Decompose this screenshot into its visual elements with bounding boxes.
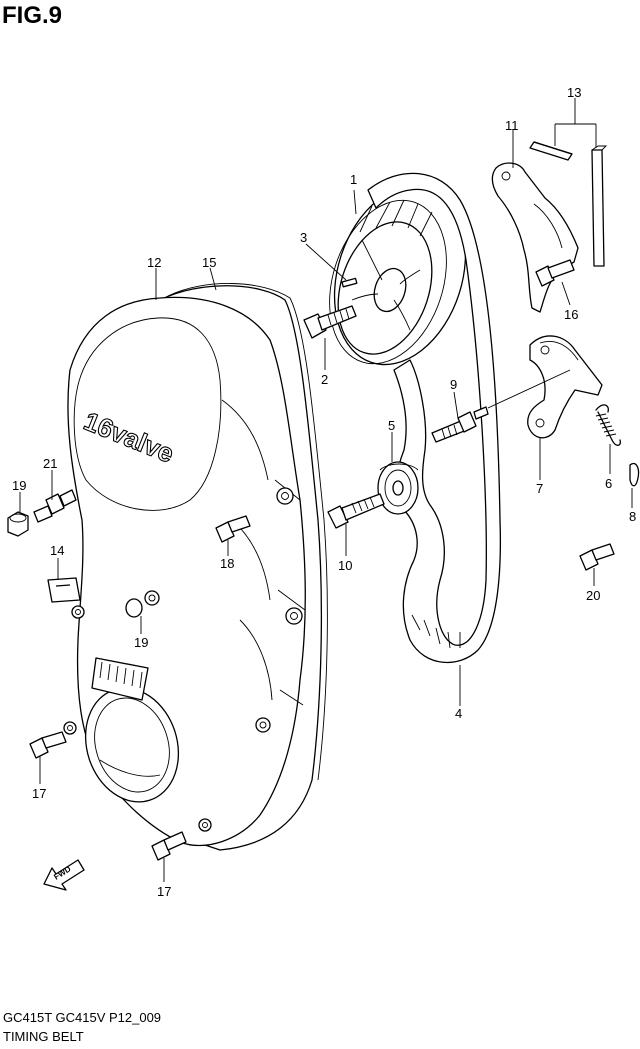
callout-12: 12 xyxy=(147,255,161,270)
figure-name: TIMING BELT xyxy=(3,1029,84,1044)
fwd-arrow-icon: FWD xyxy=(43,859,85,891)
timing-belt xyxy=(367,172,501,663)
bracket-bolt xyxy=(535,259,575,287)
bolt-17-left xyxy=(29,731,67,759)
callout-6: 6 xyxy=(605,476,612,491)
nut-19-left xyxy=(7,511,29,537)
callout-15: 15 xyxy=(202,255,216,270)
tensioner-stud xyxy=(431,406,489,443)
grommet-19-center xyxy=(125,590,160,618)
clip-14 xyxy=(47,577,81,603)
callout-8: 8 xyxy=(629,509,636,524)
callout-13: 13 xyxy=(567,85,581,100)
callout-2: 2 xyxy=(321,372,328,387)
callout-17-left: 17 xyxy=(32,786,46,801)
model-code: GC415T GC415V P12_009 xyxy=(3,1010,162,1025)
callout-4: 4 xyxy=(455,706,462,721)
callout-1: 1 xyxy=(350,172,357,187)
callout-21: 21 xyxy=(43,456,57,471)
dowel-pins xyxy=(529,141,608,267)
camshaft-pulley xyxy=(329,184,467,366)
tensioner-pulley xyxy=(377,461,419,515)
clip xyxy=(629,462,640,487)
callout-17-bottom: 17 xyxy=(157,884,171,899)
leader-lines xyxy=(19,98,633,882)
callout-11: 11 xyxy=(505,118,519,133)
stud-21 xyxy=(33,489,77,523)
callout-5: 5 xyxy=(388,418,395,433)
callout-18: 18 xyxy=(220,556,234,571)
bolt-20 xyxy=(579,543,615,571)
callout-19-left: 19 xyxy=(12,478,26,493)
tensioner-spring xyxy=(595,404,622,446)
bolt-17-bottom xyxy=(151,831,187,861)
tensioner-plate xyxy=(527,335,603,439)
timing-bracket xyxy=(491,162,579,313)
pulley-bolt xyxy=(303,305,357,339)
callout-14: 14 xyxy=(50,543,64,558)
bolt-18 xyxy=(215,515,251,543)
callout-numbers: 1 2 3 4 5 6 7 8 9 10 11 12 13 14 15 16 1… xyxy=(12,85,636,899)
callout-19-center: 19 xyxy=(134,635,148,650)
callout-7: 7 xyxy=(536,481,543,496)
callout-16: 16 xyxy=(564,307,578,322)
callout-9: 9 xyxy=(450,377,457,392)
callout-3: 3 xyxy=(300,230,307,245)
tensioner-bolt xyxy=(327,493,385,529)
figure-title: FIG.9 xyxy=(2,2,63,29)
callout-20: 20 xyxy=(586,588,600,603)
timing-belt-cover: 16valve xyxy=(63,283,328,851)
callout-10: 10 xyxy=(338,558,352,573)
